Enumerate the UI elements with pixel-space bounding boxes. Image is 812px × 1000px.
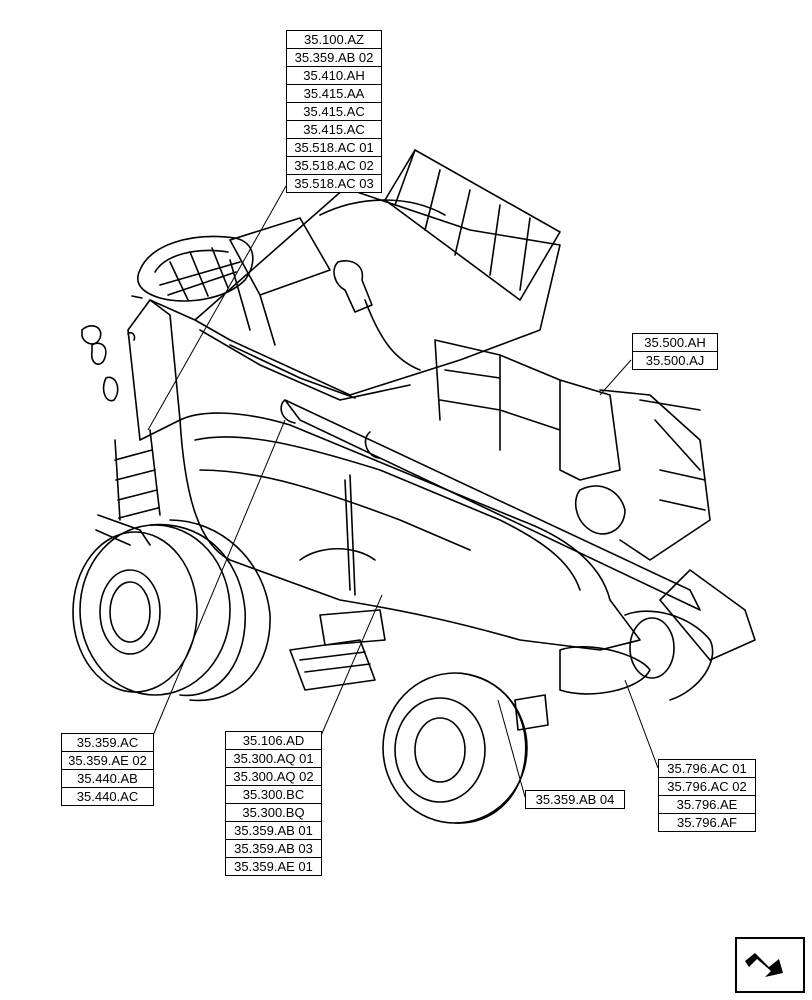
callout-bottom-right: 35.796.AC 01 35.796.AC 02 35.796.AE 35.7… bbox=[658, 759, 756, 832]
ref-link[interactable]: 35.796.AE bbox=[659, 795, 755, 813]
ref-link[interactable]: 35.359.AB 03 bbox=[226, 839, 321, 857]
next-page-arrow-icon[interactable] bbox=[735, 937, 805, 993]
ref-link[interactable]: 35.359.AC bbox=[76, 735, 139, 750]
ref-link[interactable]: 35.415.AC bbox=[287, 120, 381, 138]
ref-link[interactable]: 35.796.AF bbox=[659, 813, 755, 831]
ref-link[interactable]: 35.106.AD bbox=[242, 733, 305, 748]
callout-left: 35.359.AC 35.359.AE 02 35.440.AB 35.440.… bbox=[61, 733, 154, 806]
ref-link[interactable]: 35.359.AB 02 bbox=[287, 48, 381, 66]
ref-link[interactable]: 35.415.AA bbox=[287, 84, 381, 102]
ref-link[interactable]: 35.415.AC bbox=[287, 102, 381, 120]
callout-center: 35.106.AD 35.300.AQ 01 35.300.AQ 02 35.3… bbox=[225, 731, 322, 876]
ref-link[interactable]: 35.359.AB 01 bbox=[226, 821, 321, 839]
ref-link[interactable]: 35.500.AJ bbox=[633, 351, 717, 369]
ref-link[interactable]: 35.300.AQ 01 bbox=[226, 749, 321, 767]
ref-link[interactable]: 35.300.BQ bbox=[226, 803, 321, 821]
ref-link[interactable]: 35.518.AC 01 bbox=[287, 138, 381, 156]
callout-right: 35.500.AH 35.500.AJ bbox=[632, 333, 718, 370]
callout-bottom: 35.359.AB 04 bbox=[525, 790, 625, 809]
ref-link[interactable]: 35.359.AB 04 bbox=[535, 792, 615, 807]
ref-link[interactable]: 35.359.AE 02 bbox=[62, 751, 153, 769]
ref-link[interactable]: 35.518.AC 03 bbox=[287, 174, 381, 192]
callout-top: 35.100.AZ 35.359.AB 02 35.410.AH 35.415.… bbox=[286, 30, 382, 193]
ref-link[interactable]: 35.100.AZ bbox=[304, 32, 364, 47]
ref-link[interactable]: 35.518.AC 02 bbox=[287, 156, 381, 174]
ref-link[interactable]: 35.410.AH bbox=[287, 66, 381, 84]
ref-link[interactable]: 35.440.AC bbox=[62, 787, 153, 805]
ref-link[interactable]: 35.359.AE 01 bbox=[226, 857, 321, 875]
ref-link[interactable]: 35.440.AB bbox=[62, 769, 153, 787]
ref-link[interactable]: 35.300.BC bbox=[226, 785, 321, 803]
ref-link[interactable]: 35.796.AC 01 bbox=[667, 761, 747, 776]
ref-link[interactable]: 35.796.AC 02 bbox=[659, 777, 755, 795]
ref-link[interactable]: 35.300.AQ 02 bbox=[226, 767, 321, 785]
ref-link[interactable]: 35.500.AH bbox=[644, 335, 706, 350]
